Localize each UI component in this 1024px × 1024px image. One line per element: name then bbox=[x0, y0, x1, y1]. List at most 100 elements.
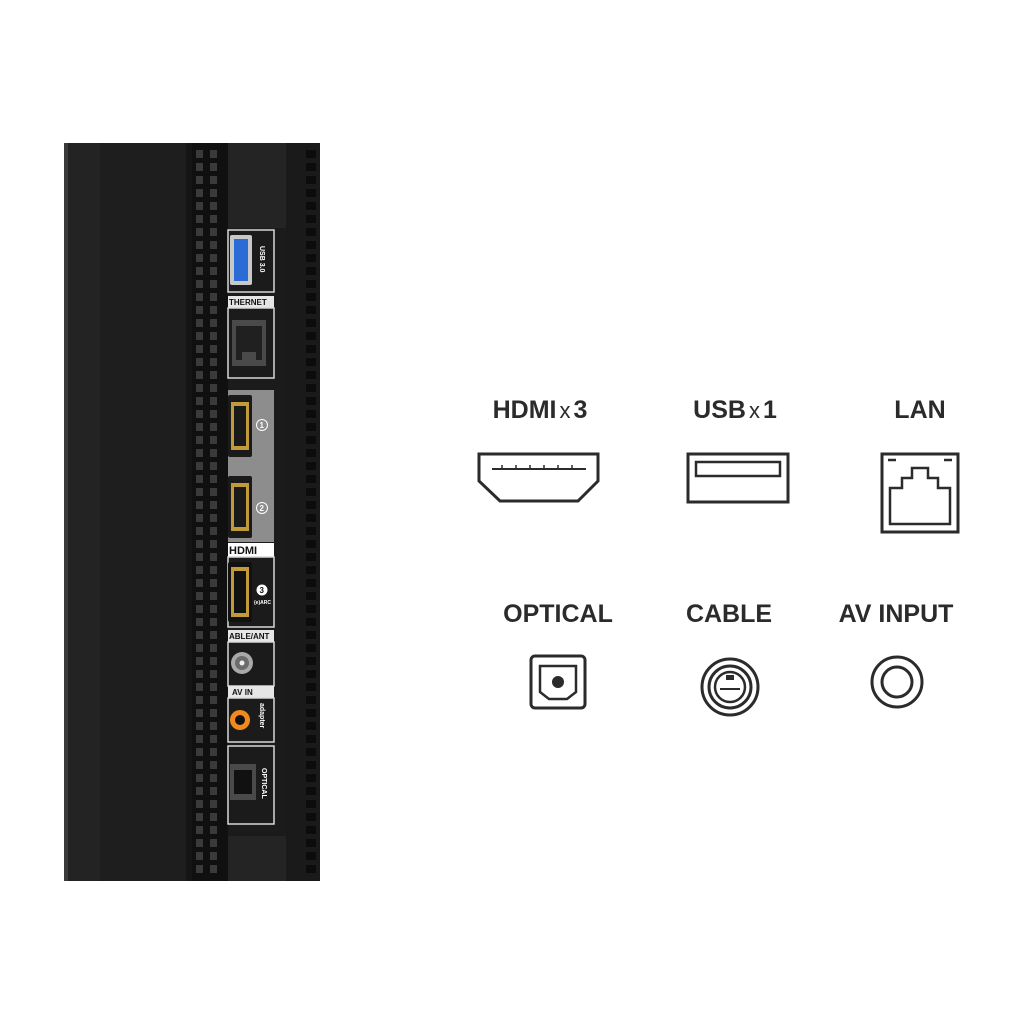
vent-slot bbox=[196, 280, 203, 288]
vent-slot bbox=[306, 514, 316, 522]
vent-slot bbox=[306, 748, 316, 756]
vent-slot bbox=[306, 787, 316, 795]
vent-slot bbox=[196, 410, 203, 418]
vent-slot bbox=[210, 176, 217, 184]
vent-slot bbox=[196, 787, 203, 795]
vent-slot bbox=[196, 839, 203, 847]
lan-port-icon bbox=[880, 452, 960, 534]
vent-slot bbox=[210, 579, 217, 587]
vent-slot bbox=[196, 228, 203, 236]
vent-slot bbox=[210, 787, 217, 795]
vent-slot bbox=[196, 540, 203, 548]
optical-title: OPTICAL bbox=[503, 600, 613, 628]
vent-slot bbox=[210, 709, 217, 717]
vent-strip-right bbox=[286, 143, 320, 881]
vent-slot bbox=[306, 397, 316, 405]
vent-slot bbox=[210, 254, 217, 262]
vent-slot bbox=[306, 657, 316, 665]
vent-slot bbox=[210, 319, 217, 327]
vent-slot bbox=[210, 839, 217, 847]
vent-slot bbox=[306, 319, 316, 327]
vent-slot bbox=[306, 371, 316, 379]
vent-slot bbox=[210, 605, 217, 613]
vent-slot bbox=[306, 215, 316, 223]
vent-slot bbox=[196, 293, 203, 301]
vent-slot bbox=[196, 709, 203, 717]
vent-slot bbox=[196, 345, 203, 353]
vent-slot bbox=[196, 553, 203, 561]
vent-slot bbox=[210, 332, 217, 340]
svg-text:USB 3.0: USB 3.0 bbox=[258, 246, 265, 273]
vent-slot bbox=[210, 501, 217, 509]
vent-slot bbox=[196, 657, 203, 665]
vent-slot bbox=[306, 332, 316, 340]
panel-hdmi-group: 1 2 HDMI 3 (e)ARC bbox=[227, 390, 275, 628]
vent-slot bbox=[210, 436, 217, 444]
vent-slot bbox=[210, 826, 217, 834]
vent-slot bbox=[210, 527, 217, 535]
vent-slot bbox=[306, 176, 316, 184]
vent-slot bbox=[196, 722, 203, 730]
vent-slot bbox=[196, 163, 203, 171]
usb-port-icon bbox=[686, 452, 790, 504]
vent-slot bbox=[210, 345, 217, 353]
vent-slot bbox=[196, 579, 203, 587]
vent-slot bbox=[196, 371, 203, 379]
svg-text:AV IN: AV IN bbox=[232, 688, 253, 697]
vent-slot bbox=[306, 566, 316, 574]
vent-slot bbox=[210, 618, 217, 626]
panel-ethernet-port: THERNET bbox=[227, 296, 275, 379]
vent-slot bbox=[306, 163, 316, 171]
vent-slot bbox=[196, 618, 203, 626]
vent-slot bbox=[196, 332, 203, 340]
vent-slot bbox=[306, 358, 316, 366]
vent-slot bbox=[196, 189, 203, 197]
panel-av-in-port: AV IN adapter bbox=[227, 686, 275, 743]
vent-slot bbox=[306, 826, 316, 834]
av-input-port-icon bbox=[870, 655, 924, 709]
vent-slot bbox=[196, 592, 203, 600]
vent-slot bbox=[210, 722, 217, 730]
vent-slot bbox=[210, 215, 217, 223]
coax-port-icon bbox=[700, 657, 760, 717]
vent-slot bbox=[306, 839, 316, 847]
vent-slot bbox=[210, 293, 217, 301]
svg-text:adapter: adapter bbox=[258, 703, 265, 729]
optical-port-icon bbox=[529, 654, 587, 710]
vent-slot bbox=[196, 488, 203, 496]
vent-slot bbox=[210, 189, 217, 197]
tv-bezel-edge bbox=[64, 143, 100, 881]
vent-slot bbox=[306, 631, 316, 639]
panel-cable-ant-port: ABLE/ANT bbox=[227, 630, 275, 687]
vent-slot bbox=[306, 605, 316, 613]
vent-slot bbox=[210, 410, 217, 418]
vent-slot bbox=[196, 306, 203, 314]
vent-slot bbox=[306, 696, 316, 704]
vent-slot bbox=[306, 462, 316, 470]
vent-slot bbox=[306, 865, 316, 873]
vent-slot bbox=[306, 852, 316, 860]
vent-slot bbox=[306, 592, 316, 600]
vent-slot bbox=[196, 670, 203, 678]
vent-slot bbox=[306, 709, 316, 717]
panel-optical-port: OPTICAL bbox=[227, 745, 275, 825]
vent-slot bbox=[210, 462, 217, 470]
vent-slot bbox=[306, 670, 316, 678]
svg-text:HDMI: HDMI bbox=[229, 545, 257, 557]
vent-slot bbox=[210, 774, 217, 782]
vent-slot bbox=[196, 696, 203, 704]
vent-slot bbox=[210, 475, 217, 483]
vent-slot bbox=[210, 670, 217, 678]
vent-slot bbox=[210, 553, 217, 561]
vent-slot bbox=[196, 865, 203, 873]
vent-slot bbox=[196, 605, 203, 613]
vent-slot bbox=[306, 579, 316, 587]
vent-slot bbox=[210, 657, 217, 665]
vent-slot bbox=[306, 241, 316, 249]
vent-slot bbox=[210, 371, 217, 379]
vent-slot bbox=[306, 501, 316, 509]
vent-slot bbox=[306, 267, 316, 275]
